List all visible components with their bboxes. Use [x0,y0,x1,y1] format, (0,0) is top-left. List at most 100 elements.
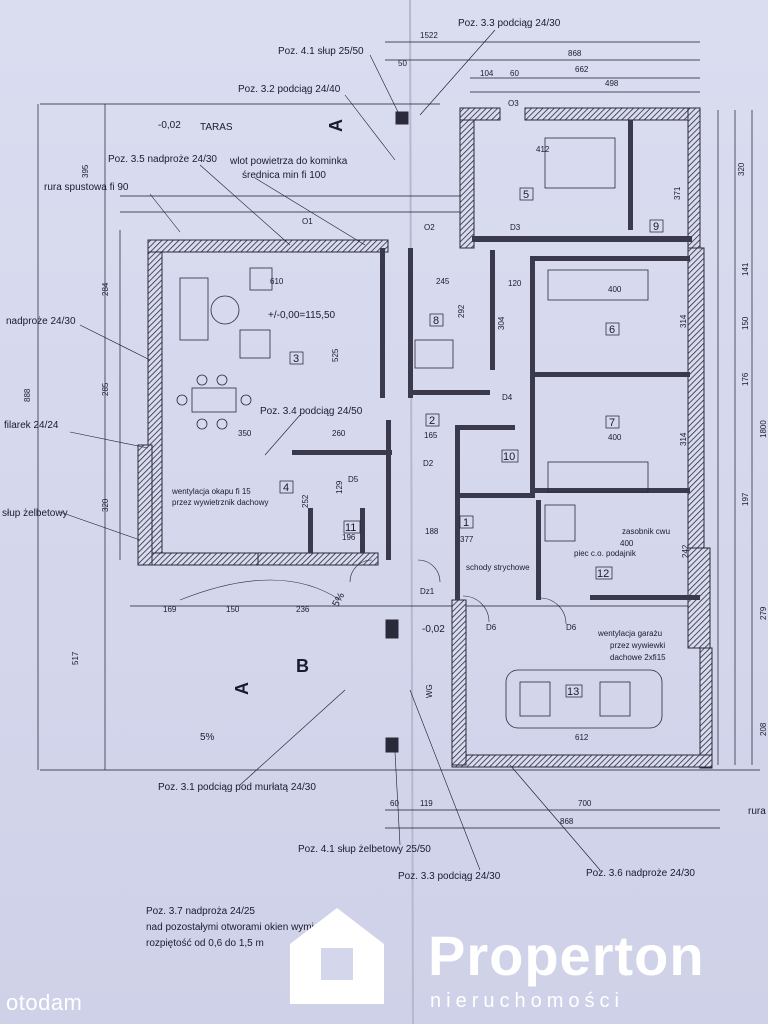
annotation-garage-vent-line3: dachowe 2xfi15 [610,653,666,662]
door-mark-d2: D2 [423,459,434,468]
room-9: 9 [653,221,659,233]
door-swings [179,559,567,625]
dim-400-c: 400 [620,539,634,548]
dim-400-a: 400 [608,285,622,294]
dim-242: 242 [681,544,690,558]
dim-285: 285 [101,382,110,396]
dim-r-1800: 1800 [759,420,768,438]
annotation-poz-3-7-line1: Poz. 3.7 nadproża 24/25 [146,906,255,917]
leader-lines [59,29,601,871]
room-8: 8 [433,315,439,327]
properton-logo: Properton nieruchomości [288,906,728,1012]
room-6: 6 [609,324,615,336]
slope-driveway: 5% [200,732,215,743]
door-mark-dz1: Dz1 [420,587,435,596]
dim-r-208: 208 [759,722,768,736]
house-icon [290,908,384,1004]
window-mark-o1: O1 [302,217,313,226]
annotation-poz-3-7-line3: rozpiętość od 0,6 do 1,5 m [146,938,264,949]
dim-104: 104 [480,69,494,78]
dim-284: 284 [101,282,110,296]
top-dimensions: 1522 50 868 662 104 60 498 [398,31,619,88]
dim-r-320: 320 [737,162,746,176]
brand-name: Properton [428,924,705,987]
interior-dimensions: 610 525 260 350 412 371 400 314 400 314 … [238,145,690,558]
annotation-garage-vent-line2: przez wywiewki [610,641,665,650]
right-dimensions: 320 141 150 176 1800 197 279 208 [737,162,768,736]
room-7: 7 [609,417,615,429]
bottom-dimensions: 60 119 700 868 169 150 236 612 [163,605,592,826]
annotation-downpipe: rura spustowa fi 90 [44,182,129,193]
annotation-poz-3-3-bottom: Poz. 3.3 podciąg 24/30 [398,871,501,882]
room-11: 11 [345,522,356,534]
dim-245: 245 [436,277,450,286]
dim-196: 196 [342,533,356,542]
dim-314-a: 314 [679,314,688,328]
dim-314-b: 314 [679,432,688,446]
section-mark-b: B [296,656,309,676]
door-mark-d6-b: D6 [566,623,577,632]
dim-252: 252 [301,494,310,508]
taras-label: TARAS [200,122,233,133]
dim-888: 888 [23,388,32,402]
floor-level: +/-0,00=115,50 [268,310,336,321]
room-13: 13 [567,686,579,698]
dim-b-612: 612 [575,733,589,742]
section-mark-a-top: A [326,119,346,132]
door-marks: D5 D2 D3 D4 D6 D6 Dz1 O1 O2 O3 WG [302,99,577,698]
levels: -0,02 TARAS +/-0,00=115,50 -0,02 5% 5% [158,120,445,743]
annotation-water-tank: zasobnik cwu [622,527,670,536]
dim-50: 50 [398,59,407,68]
furniture [176,137,663,729]
annotation-rura-cut: rura [748,806,766,817]
dim-292: 292 [457,304,466,318]
dim-662: 662 [575,65,589,74]
annotation-labels: Poz. 3.3 podciąg 24/30 Poz. 4.1 słup 25/… [2,18,766,949]
interior-walls [292,120,700,600]
room-10: 10 [503,451,515,463]
dim-120: 120 [508,279,522,288]
dim-b-236: 236 [296,605,310,614]
room-4: 4 [283,482,289,494]
annotation-hood-vent-line2: przez wywietrznik dachowy [172,498,268,507]
dim-371: 371 [673,186,682,200]
dim-b-868: 868 [560,817,574,826]
annotation-attic-stairs: schody strychowe [466,563,530,572]
dim-b-169: 169 [163,605,177,614]
window-mark-o3: O3 [508,99,519,108]
dim-60: 60 [510,69,519,78]
dim-320: 320 [101,498,110,512]
dim-525: 525 [331,348,340,362]
room-12: 12 [597,568,609,580]
dim-1522: 1522 [420,31,438,40]
annotation-rc-column: słup żelbetowy [2,508,68,519]
room-2: 2 [429,415,435,427]
room-3: 3 [293,353,299,365]
otodam-watermark: otodam [6,990,83,1015]
dim-400-b: 400 [608,433,622,442]
dim-b-150: 150 [226,605,240,614]
annotation-pillar: filarek 24/24 [4,420,59,431]
annotation-poz-3-5: Poz. 3.5 nadproże 24/30 [108,154,217,165]
dim-610: 610 [270,277,284,286]
dim-498: 498 [605,79,619,88]
annotation-poz-3-7-line2: nad pozostałymi otworami okien wymi [146,922,314,933]
exterior-walls [137,107,713,769]
dim-r-141: 141 [741,262,750,276]
dim-b-60: 60 [390,799,399,808]
annotation-poz-4-1-top: Poz. 4.1 słup 25/50 [278,46,364,57]
door-mark-d4: D4 [502,393,513,402]
section-markers: A A B [232,119,346,695]
annotation-garage-vent-line1: wentylacja garażu [597,629,662,638]
annotation-chimney-line1: wlot powietrza do kominka [229,156,348,167]
annotation-poz-3-1: Poz. 3.1 podciąg pod murłatą 24/30 [158,782,316,793]
dim-517: 517 [71,651,80,665]
dim-188: 188 [425,527,439,536]
annotation-hood-vent-line1: wentylacja okapu fi 15 [171,487,251,496]
annotation-poz-4-1-bottom: Poz. 4.1 słup żelbetowy 25/50 [298,844,431,855]
taras-level: -0,02 [158,120,181,131]
annotation-boiler: piec c.o. podajnik [574,549,637,558]
door-mark-d3: D3 [510,223,521,232]
